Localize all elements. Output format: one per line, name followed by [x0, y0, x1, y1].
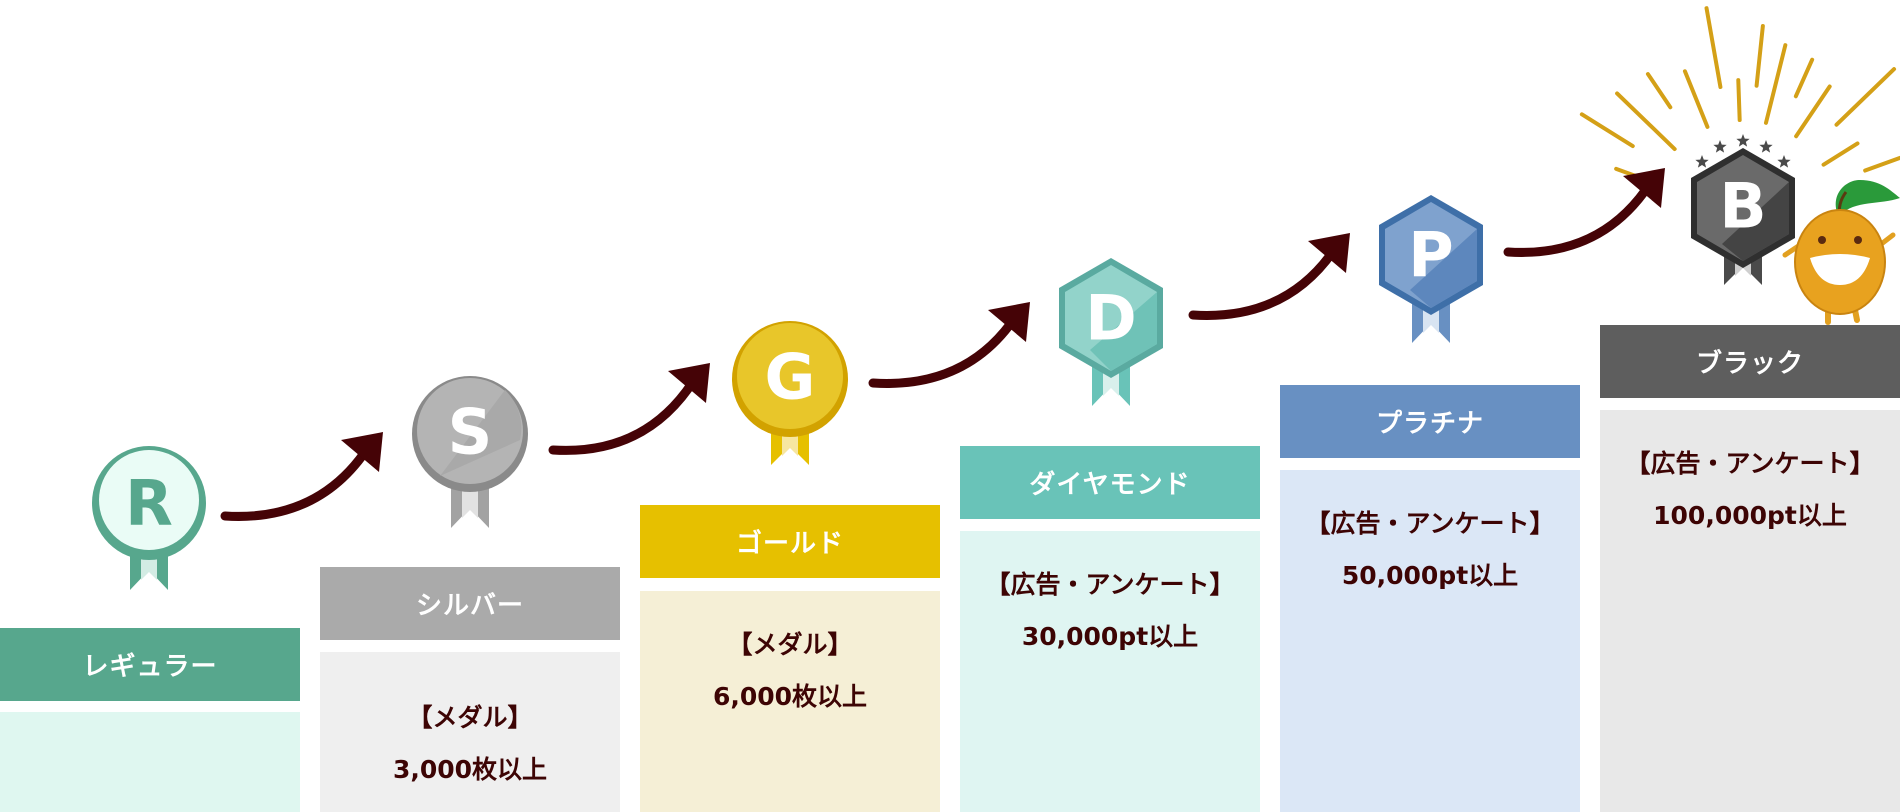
arrow-icon	[220, 432, 383, 521]
arrow-icon	[548, 363, 710, 455]
star-icon	[1759, 140, 1773, 153]
rank-name-platinum: プラチナ	[1280, 385, 1580, 458]
ray-line	[1579, 112, 1635, 149]
ray-line	[1645, 72, 1673, 110]
orange-mascot-icon	[1782, 180, 1900, 325]
ray-line	[1863, 155, 1900, 173]
medal-letter-d: D	[1085, 282, 1136, 355]
rank-requirement-diamond: 【広告・アンケート】 30,000pt以上	[960, 531, 1260, 812]
ray-line	[1615, 91, 1677, 152]
arrow-icon	[1503, 168, 1665, 257]
ray-line	[1794, 84, 1832, 139]
arrow-icon	[1188, 233, 1350, 320]
rank-name-silver: シルバー	[320, 567, 620, 640]
rank-column-regular: レギュラー	[0, 628, 300, 812]
medal-letter-b: B	[1719, 170, 1766, 243]
rank-name-black: ブラック	[1600, 325, 1900, 398]
ray-line	[1682, 69, 1710, 129]
ray-line	[1736, 78, 1742, 123]
rank-column-black: ブラック 【広告・アンケート】 100,000pt以上	[1600, 325, 1900, 812]
platinum-medal: P	[1379, 195, 1483, 343]
requirement-category: 【広告・アンケート】	[1305, 509, 1555, 538]
rank-column-silver: シルバー 【メダル】 3,000枚以上	[320, 567, 620, 812]
rank-column-gold: ゴールド 【メダル】 6,000枚以上	[640, 505, 940, 812]
star-icon	[1695, 155, 1709, 168]
ray-line	[1834, 67, 1897, 127]
black-medal: B	[1691, 148, 1795, 285]
ray-line	[1763, 43, 1788, 125]
ray-line	[1754, 24, 1765, 88]
rank-column-platinum: プラチナ 【広告・アンケート】 50,000pt以上	[1280, 385, 1580, 812]
star-icon	[1777, 155, 1791, 168]
requirement-category: 【メダル】	[407, 703, 533, 732]
rank-requirement-black: 【広告・アンケート】 100,000pt以上	[1600, 410, 1900, 812]
rank-name-gold: ゴールド	[640, 505, 940, 578]
requirement-threshold: 30,000pt以上	[1021, 622, 1199, 651]
requirement-category: 【メダル】	[727, 630, 853, 659]
rank-name-diamond: ダイヤモンド	[960, 446, 1260, 519]
ray-line	[1704, 6, 1723, 89]
medal-letter-p: P	[1408, 219, 1453, 292]
rank-name-regular: レギュラー	[0, 628, 300, 701]
star-icon	[1713, 140, 1727, 153]
silver-medal: S	[412, 376, 528, 528]
star-icon	[1736, 134, 1750, 147]
rank-requirement-silver: 【メダル】 3,000枚以上	[320, 652, 620, 812]
medal-letter-r: R	[125, 467, 173, 540]
rank-column-diamond: ダイヤモンド 【広告・アンケート】 30,000pt以上	[960, 446, 1260, 812]
rank-requirement-gold: 【メダル】 6,000枚以上	[640, 591, 940, 812]
requirement-threshold: 6,000枚以上	[712, 682, 868, 711]
requirement-threshold: 50,000pt以上	[1341, 561, 1519, 590]
medal-letter-g: G	[765, 341, 816, 414]
requirement-category: 【広告・アンケート】	[985, 570, 1235, 599]
regular-medal: R	[92, 446, 206, 590]
rank-requirement-platinum: 【広告・アンケート】 50,000pt以上	[1280, 470, 1580, 812]
progress-arrows	[220, 168, 1665, 521]
medal-letter-s: S	[448, 396, 493, 469]
arrow-icon	[868, 302, 1030, 388]
ray-line	[1821, 141, 1860, 167]
rank-requirement-regular	[0, 712, 300, 812]
diamond-medal: D	[1059, 258, 1163, 406]
ray-line	[1793, 57, 1815, 99]
star-icons	[1695, 134, 1791, 168]
requirement-category: 【広告・アンケート】	[1625, 449, 1875, 478]
requirement-threshold: 3,000枚以上	[392, 755, 548, 784]
requirement-threshold: 100,000pt以上	[1653, 501, 1847, 530]
gold-medal: G	[732, 321, 848, 465]
sunburst-rays	[1579, 6, 1900, 185]
